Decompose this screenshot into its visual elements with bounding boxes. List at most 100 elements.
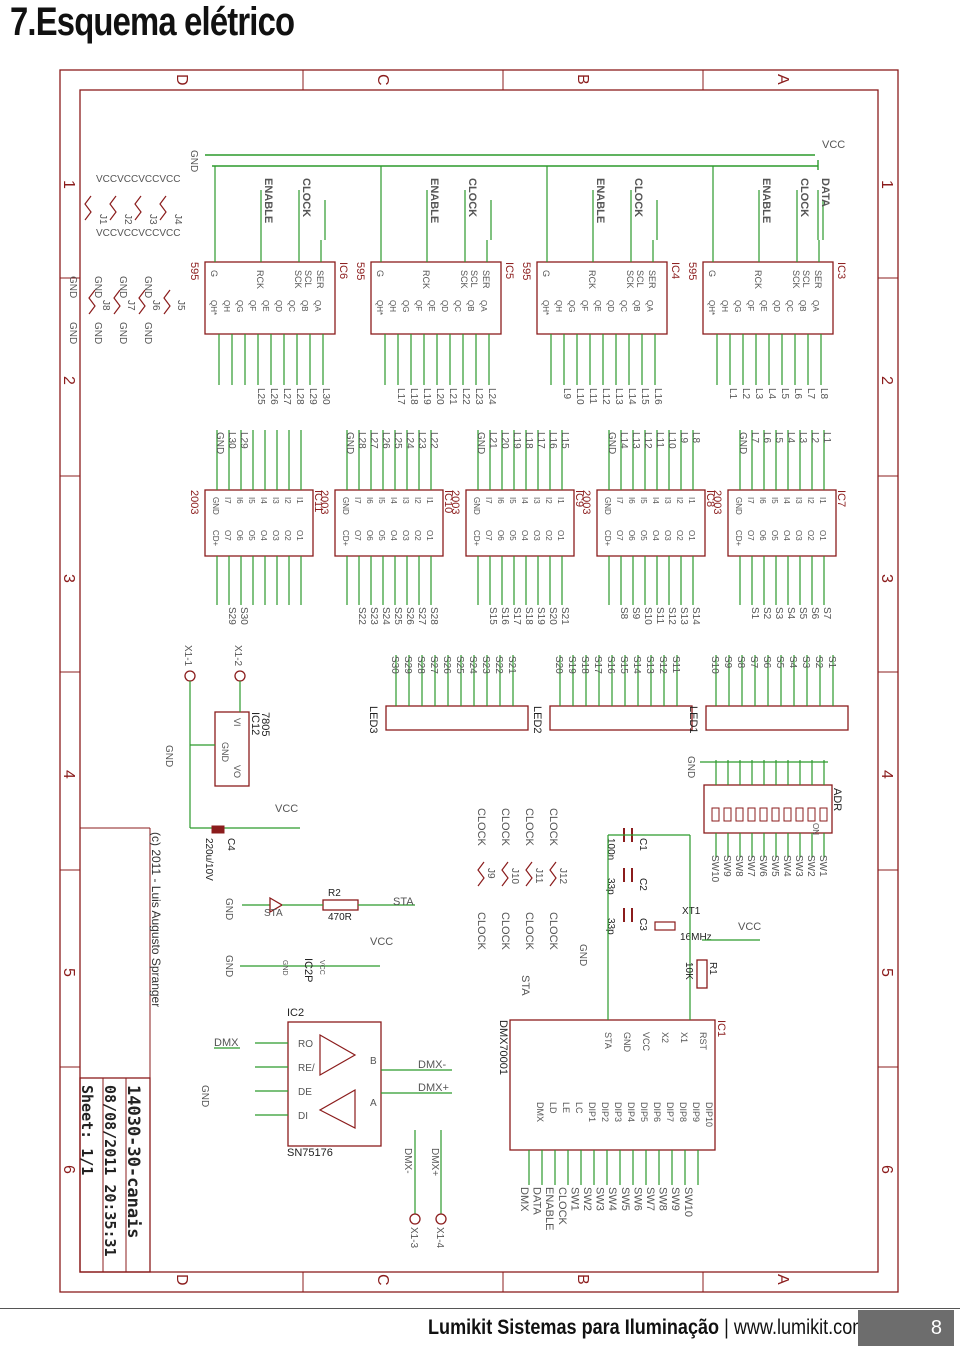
jumper-ref: J4 bbox=[172, 214, 183, 225]
pin-name: DMX bbox=[535, 1102, 545, 1122]
jumper-symbol bbox=[113, 289, 121, 315]
jumper-symbol bbox=[525, 861, 533, 887]
pin-name: QH* bbox=[707, 300, 716, 315]
jumper-symbol bbox=[84, 195, 92, 221]
rs485-driver bbox=[318, 1088, 356, 1129]
led-header-ref: LED3 bbox=[367, 706, 379, 734]
header-net: S7 bbox=[748, 656, 759, 669]
output-net: S30 bbox=[238, 607, 249, 625]
pin-name: QD bbox=[440, 300, 449, 312]
pin-name: I4 bbox=[259, 497, 268, 504]
pin-name: I3 bbox=[271, 497, 280, 504]
gnd-label: GND bbox=[142, 322, 153, 344]
pin-name: O4 bbox=[651, 530, 660, 541]
pin-name: I7 bbox=[484, 497, 493, 504]
rs485-receiver bbox=[319, 1033, 357, 1077]
pin-name: GND bbox=[281, 960, 288, 976]
gnd-label: GND bbox=[223, 898, 234, 920]
gnd-label: GND bbox=[188, 150, 199, 172]
dip-net: SW3 bbox=[793, 855, 804, 877]
pin-name: A bbox=[370, 1098, 377, 1109]
pin-name: CD+ bbox=[211, 530, 220, 547]
pin-name: QF bbox=[414, 300, 423, 311]
header-net: S28 bbox=[415, 656, 426, 674]
header-net: S8 bbox=[735, 656, 746, 669]
jumper-ref: J3 bbox=[147, 214, 158, 225]
frame-col-number: 2 bbox=[60, 376, 77, 385]
input-net: L5 bbox=[773, 432, 784, 444]
pin-name: RST bbox=[698, 1032, 708, 1051]
header-net: S25 bbox=[454, 656, 465, 674]
pin-name: QA bbox=[645, 300, 654, 312]
output-net: S16 bbox=[499, 607, 510, 625]
frame-col-number: 6 bbox=[60, 1165, 77, 1174]
header-net: S17 bbox=[592, 656, 603, 674]
vcc-label: VCC bbox=[275, 803, 298, 815]
clock-label: CLOCK bbox=[499, 808, 511, 847]
pin-name: QH bbox=[222, 300, 231, 312]
pin-name: QH bbox=[388, 300, 397, 312]
dip-net: SW7 bbox=[745, 855, 756, 877]
pin-name: I1 bbox=[687, 497, 696, 504]
pin-name: VO bbox=[232, 765, 242, 778]
ic-ref: IC4 bbox=[669, 262, 681, 279]
pin-name: I4 bbox=[782, 497, 791, 504]
header-net: S22 bbox=[493, 656, 504, 674]
ic-2003-body bbox=[334, 489, 444, 557]
vcc-label: VCC bbox=[822, 139, 845, 151]
gnd-label: GND bbox=[117, 322, 128, 344]
pin-name: O2 bbox=[544, 530, 553, 541]
header-net: S10 bbox=[709, 656, 720, 674]
header-net: S9 bbox=[722, 656, 733, 669]
connector-pin bbox=[234, 670, 246, 682]
gnd-label: GND bbox=[685, 756, 696, 778]
ic-ref: IC5 bbox=[503, 262, 515, 279]
pin-name: DIP8 bbox=[678, 1102, 688, 1122]
footer-url[interactable]: www.lumikit.com.br bbox=[733, 1316, 889, 1339]
frame-col-number: 5 bbox=[60, 968, 77, 977]
pin-name: O5 bbox=[247, 530, 256, 541]
pin-name: O7 bbox=[746, 530, 755, 541]
output-net: L29 bbox=[307, 388, 318, 405]
cap-ref: C1 bbox=[637, 838, 648, 851]
pin-name: B bbox=[370, 1056, 377, 1067]
output-net: L12 bbox=[600, 388, 611, 405]
output-net: S14 bbox=[690, 607, 701, 625]
pin-name: QD bbox=[772, 300, 781, 312]
jumper-symbol bbox=[109, 195, 117, 221]
pin-name: QC bbox=[453, 300, 462, 312]
titleblock-copyright: (c) 2011 - Luis Augusto Spranger bbox=[149, 832, 163, 1007]
pin-name: I1 bbox=[556, 497, 565, 504]
output-net: S3 bbox=[773, 607, 784, 620]
ic-2003-body bbox=[727, 489, 837, 557]
ic-595-body bbox=[204, 261, 336, 335]
mcu-net: SW9 bbox=[669, 1187, 681, 1211]
output-net: S22 bbox=[356, 607, 367, 625]
input-net: L13 bbox=[630, 432, 641, 449]
output-net: S21 bbox=[559, 607, 570, 625]
rs485-ref: IC2 bbox=[287, 1007, 304, 1019]
jumper-symbol bbox=[138, 289, 146, 315]
pin-name: G bbox=[541, 270, 551, 277]
cap-ref: C3 bbox=[637, 918, 648, 931]
pin-name: DE bbox=[298, 1087, 312, 1098]
pin-name: SCK bbox=[459, 270, 469, 289]
pin-name: I2 bbox=[675, 497, 684, 504]
output-net: L16 bbox=[652, 388, 663, 405]
mcu-net: SW10 bbox=[682, 1187, 694, 1217]
frame-row-letter: D bbox=[173, 74, 190, 86]
pin-name: O4 bbox=[259, 530, 268, 541]
jumper-ref: J6 bbox=[150, 300, 161, 311]
pin-name: O7 bbox=[615, 530, 624, 541]
pin-name: RCK bbox=[587, 270, 597, 289]
header-net: S23 bbox=[480, 656, 491, 674]
ic-part: 595 bbox=[686, 262, 698, 280]
pin-name: I2 bbox=[544, 497, 553, 504]
connector-pin bbox=[435, 1213, 447, 1225]
dip-net: SW8 bbox=[733, 855, 744, 877]
pin-name: QE bbox=[593, 300, 602, 312]
header-net: S14 bbox=[631, 656, 642, 674]
frame-row-letter: C bbox=[374, 74, 391, 86]
pin-name: LC bbox=[574, 1102, 584, 1114]
header-net: S16 bbox=[605, 656, 616, 674]
